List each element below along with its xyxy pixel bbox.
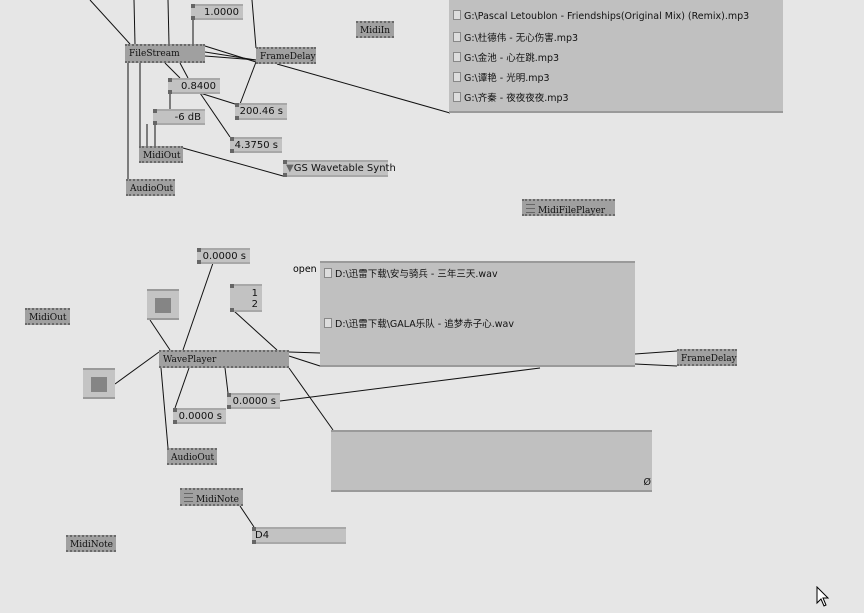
midinote-module[interactable]: MidiNote bbox=[180, 488, 243, 506]
list-item[interactable]: D:\迅雷下载\GALA乐队 - 追梦赤子心.wav bbox=[324, 316, 514, 330]
list-item[interactable]: G:\谭艳 - 光明.mp3 bbox=[453, 70, 550, 84]
waveplayer-module[interactable]: WavePlayer bbox=[159, 350, 289, 368]
module-label: MidiNote bbox=[196, 495, 239, 505]
gain-value[interactable]: -6 dB bbox=[153, 109, 205, 125]
list-item[interactable]: G:\齐秦 - 夜夜夜夜.mp3 bbox=[453, 90, 569, 104]
position-value[interactable]: 4.3750 s bbox=[230, 137, 282, 153]
duration-value[interactable]: 200.46 s bbox=[235, 103, 287, 120]
note-value[interactable]: D4 bbox=[252, 527, 346, 544]
list-item[interactable]: G:\金池 - 心在跳.mp3 bbox=[453, 50, 559, 64]
file-icon bbox=[453, 92, 461, 102]
empty-value: Ø bbox=[643, 477, 651, 488]
dropdown-arrow-icon: ▼ bbox=[286, 163, 294, 174]
wave-position-value[interactable]: 0.0000 s bbox=[227, 393, 280, 409]
volume-value[interactable]: 0.8400 bbox=[168, 78, 220, 94]
file-name: G:\杜德伟 - 无心伤害.mp3 bbox=[464, 33, 579, 44]
file-icon bbox=[324, 268, 332, 278]
index-item: 2 bbox=[251, 299, 258, 310]
toggle-square-icon bbox=[91, 377, 107, 392]
midinote-module[interactable]: MidiNote bbox=[66, 535, 116, 552]
empty-display[interactable]: Ø bbox=[331, 430, 652, 492]
list-icon bbox=[184, 493, 193, 502]
framedelay-module[interactable]: FrameDelay bbox=[677, 349, 737, 366]
file-name: D:\迅雷下载\GALA乐队 - 追梦赤子心.wav bbox=[335, 319, 514, 330]
midiout-module[interactable]: MidiOut bbox=[139, 146, 183, 163]
file-name: G:\谭艳 - 光明.mp3 bbox=[464, 73, 550, 84]
open-label: open bbox=[293, 264, 317, 275]
module-label: MidiFilePlayer bbox=[538, 206, 606, 216]
framedelay-module[interactable]: FrameDelay bbox=[256, 47, 316, 64]
file-icon bbox=[453, 52, 461, 62]
list-item[interactable]: G:\杜德伟 - 无心伤害.mp3 bbox=[453, 30, 578, 44]
mouse-cursor-icon bbox=[816, 586, 830, 607]
midifileplayer-module[interactable]: MidiFilePlayer bbox=[522, 199, 615, 216]
wave-time-value[interactable]: 0.0000 s bbox=[197, 248, 250, 264]
audioout-module[interactable]: AudioOut bbox=[126, 179, 175, 196]
midiin-module[interactable]: MidiIn bbox=[356, 21, 394, 38]
toggle-button[interactable] bbox=[83, 368, 115, 399]
filestream-module[interactable]: FileStream bbox=[125, 44, 205, 63]
file-icon bbox=[453, 32, 461, 42]
midiout-module[interactable]: MidiOut bbox=[25, 308, 70, 325]
index-item: 1 bbox=[251, 288, 258, 299]
list-item[interactable]: D:\迅雷下载\安与骑兵 - 三年三天.wav bbox=[324, 266, 498, 280]
wav-file-list[interactable]: D:\迅雷下载\安与骑兵 - 三年三天.wav D:\迅雷下载\GALA乐队 -… bbox=[320, 261, 635, 367]
speed-value[interactable]: 1.0000 bbox=[191, 4, 243, 20]
file-name: G:\齐秦 - 夜夜夜夜.mp3 bbox=[464, 93, 569, 104]
audioout-module[interactable]: AudioOut bbox=[167, 448, 217, 465]
toggle-button[interactable] bbox=[147, 289, 179, 320]
toggle-square-icon bbox=[155, 298, 171, 313]
file-name: G:\Pascal Letoublon - Friendships(Origin… bbox=[464, 11, 750, 22]
file-icon bbox=[324, 318, 332, 328]
file-name: G:\金池 - 心在跳.mp3 bbox=[464, 53, 560, 64]
midi-device-select[interactable]: ▼GS Wavetable Synth bbox=[283, 160, 396, 177]
file-icon bbox=[453, 72, 461, 82]
list-item[interactable]: G:\Pascal Letoublon - Friendships(Origin… bbox=[453, 10, 749, 22]
wave-position-value[interactable]: 0.0000 s bbox=[173, 408, 226, 424]
file-icon bbox=[453, 10, 461, 20]
mp3-file-list[interactable]: G:\Pascal Letoublon - Friendships(Origin… bbox=[449, 0, 783, 113]
file-name: D:\迅雷下载\安与骑兵 - 三年三天.wav bbox=[335, 269, 498, 280]
list-icon bbox=[526, 204, 535, 213]
midi-device-label: GS Wavetable Synth bbox=[293, 163, 396, 174]
